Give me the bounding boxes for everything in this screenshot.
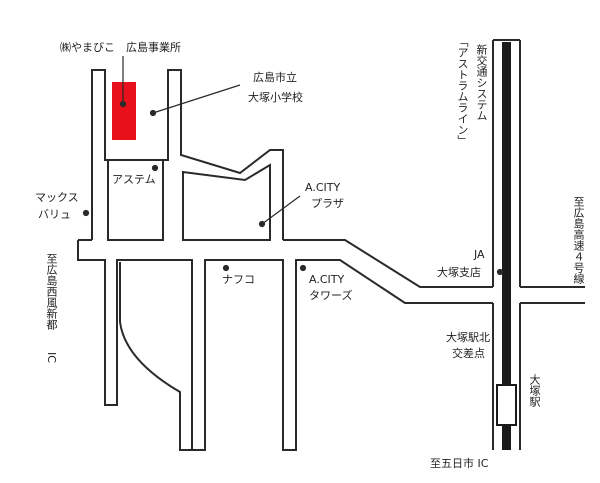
label-shinkotsu: 新交通システム: [475, 44, 488, 121]
office-marker: [112, 82, 136, 140]
label-nishi-fudo-ic: IC: [45, 352, 58, 363]
label-towers-2: タワーズ: [309, 289, 353, 302]
label-towers-1: A.CITY: [309, 273, 345, 286]
point-towers: [299, 264, 307, 272]
label-station-north-2: 交差点: [452, 347, 485, 360]
label-maxvalu-2: バリュ: [38, 208, 71, 221]
road-network: [77, 39, 585, 451]
block-astem: [107, 159, 164, 241]
point-school: [149, 109, 157, 117]
point-maxvalu: [82, 209, 90, 217]
label-school-1: 広島市立: [253, 71, 297, 84]
label-plaza-2: プラザ: [311, 197, 344, 210]
label-itsukaichi-ic: 至五日市 IC: [430, 457, 489, 470]
label-school-2: 大塚小学校: [248, 91, 303, 104]
label-station-north-1: 大塚駅北: [446, 331, 490, 344]
astram-line-rail: [502, 42, 511, 450]
block-plaza: [182, 163, 271, 241]
label-maxvalu-1: マックス: [35, 191, 79, 204]
label-astramline: 「アストラムライン」: [456, 36, 469, 146]
point-astem: [151, 164, 159, 172]
leader-lines: [82, 56, 504, 276]
road-main-top: [283, 239, 493, 288]
label-ja-2: 大塚支店: [437, 266, 481, 279]
point-plaza: [258, 220, 266, 228]
label-hiroshima-expressway: 至広島高速４号線: [572, 196, 585, 284]
road-curve-west: [119, 262, 192, 451]
point-office: [119, 100, 127, 108]
label-ja-1: JA: [474, 248, 485, 261]
leader-school: [152, 84, 241, 114]
road-main-bottom: [77, 240, 493, 451]
label-otsuka-station: 大塚駅: [528, 374, 541, 407]
label-plaza-1: A.CITY: [305, 181, 341, 194]
label-nafco: ナフコ: [222, 273, 255, 286]
point-ja: [496, 268, 504, 276]
label-office: ㈱やまびこ 広島事業所: [60, 41, 181, 54]
label-nishi-fudo: 至広島西風新都: [45, 253, 58, 330]
point-nafco: [222, 264, 230, 272]
leader-plaza: [261, 195, 301, 225]
label-astem: アステム: [112, 173, 156, 186]
road-outline-north: [91, 69, 284, 240]
otsuka-station-marker: [496, 384, 517, 426]
